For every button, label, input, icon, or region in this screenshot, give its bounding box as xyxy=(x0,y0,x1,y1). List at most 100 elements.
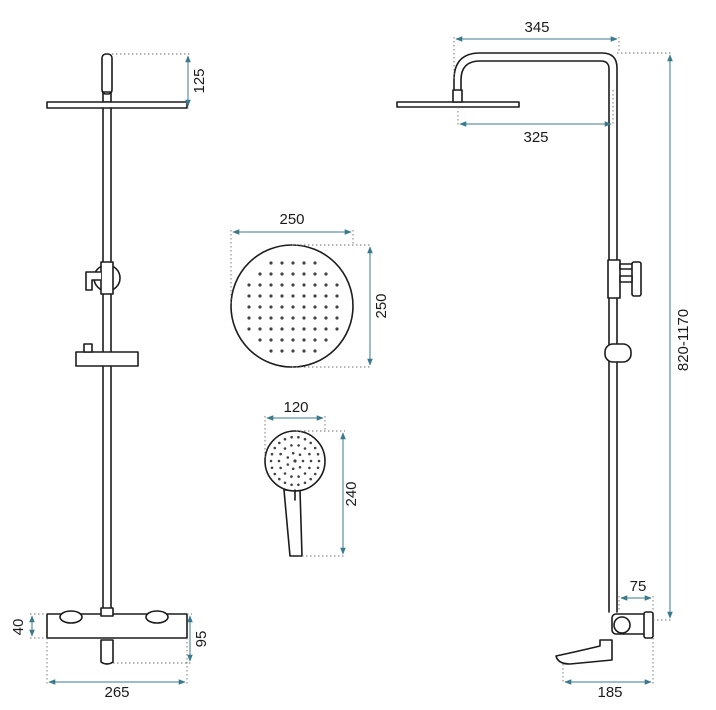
nozzle-dot xyxy=(313,349,317,353)
nozzle-dot xyxy=(269,305,273,309)
nozzle-dot xyxy=(269,459,273,463)
nozzle-dot xyxy=(280,305,284,309)
nozzle-dot xyxy=(302,349,306,353)
nozzle-dot xyxy=(293,459,297,463)
nozzle-dot xyxy=(283,472,287,475)
nozzle-dot xyxy=(313,272,317,276)
nozzle-dot xyxy=(324,327,328,331)
nozzle-dot xyxy=(303,481,307,485)
nozzle-dot xyxy=(280,327,284,331)
nozzle-dot xyxy=(297,483,300,487)
nozzle-dot xyxy=(309,441,313,445)
nozzle-dot xyxy=(335,305,339,309)
front-slider-holder xyxy=(75,351,139,367)
dim-label-overhead-height: 250 xyxy=(373,293,390,318)
front-mixer-left-nut xyxy=(59,610,83,624)
nozzle-dot xyxy=(273,446,277,450)
nozzle-dot xyxy=(302,327,306,331)
nozzle-dot xyxy=(280,283,284,287)
nozzle-dot xyxy=(313,294,317,298)
nozzle-dot xyxy=(324,283,328,287)
nozzle-dot xyxy=(277,459,281,463)
nozzle-dot xyxy=(280,349,284,353)
nozzle-dot xyxy=(303,447,307,450)
front-mixer-right-nut xyxy=(145,610,169,624)
nozzle-dot xyxy=(247,283,251,287)
nozzle-dot xyxy=(313,261,317,265)
side-arm-outer xyxy=(453,52,618,613)
nozzle-dot xyxy=(278,441,281,445)
nozzle-dot xyxy=(280,294,284,298)
dim-label-mixer-height: 40 xyxy=(10,619,27,636)
nozzle-dot xyxy=(258,283,262,287)
nozzle-dot xyxy=(302,316,306,320)
nozzle-dot xyxy=(258,316,262,320)
nozzle-dot xyxy=(335,327,339,331)
front-spout xyxy=(100,639,114,665)
nozzle-dot xyxy=(269,327,273,331)
dim-label-arm-inner: 325 xyxy=(523,129,548,146)
nozzle-dot xyxy=(313,316,317,320)
nozzle-dot xyxy=(297,444,300,447)
nozzle-dot xyxy=(324,294,328,298)
front-view-shower-column xyxy=(46,53,188,665)
nozzle-dot xyxy=(279,452,282,456)
nozzle-dot xyxy=(302,338,306,342)
nozzle-dot xyxy=(290,435,293,439)
dim-label-overhead-width: 250 xyxy=(279,211,304,228)
nozzle-dot xyxy=(313,327,317,331)
nozzle-dot xyxy=(324,305,328,309)
overhead-nozzles xyxy=(247,261,339,353)
dim-label-mixer-width: 265 xyxy=(104,684,129,701)
nozzle-dot xyxy=(302,283,306,287)
nozzle-dot xyxy=(313,305,317,309)
nozzle-dot xyxy=(298,453,302,457)
nozzle-dot xyxy=(297,435,300,439)
side-diverter-knob xyxy=(631,261,642,297)
nozzle-dot xyxy=(280,272,284,276)
nozzle-dot xyxy=(283,447,287,450)
nozzle-dot xyxy=(291,305,295,309)
nozzle-dot xyxy=(278,477,281,481)
nozzle-dot xyxy=(269,294,273,298)
nozzle-dot xyxy=(286,456,290,459)
front-view-dimensions: 125 40 95 265 xyxy=(10,53,210,701)
side-view-shower-column xyxy=(396,52,654,665)
dim-label-hand-width: 120 xyxy=(283,399,308,416)
front-overhead-plate xyxy=(46,101,188,109)
nozzle-dot xyxy=(258,294,262,298)
nozzle-dot xyxy=(324,338,328,342)
nozzle-dot xyxy=(324,272,328,276)
nozzle-dot xyxy=(280,316,284,320)
nozzle-dot xyxy=(269,283,273,287)
nozzle-dot xyxy=(317,459,321,463)
front-mixer-connector xyxy=(100,607,114,617)
nozzle-dot xyxy=(291,467,295,471)
nozzle-dot xyxy=(269,349,273,353)
nozzle-dot xyxy=(270,452,274,456)
hand-shower-handle xyxy=(283,489,303,557)
overhead-shower-dimensions: 250 250 xyxy=(230,211,390,368)
nozzle-dot xyxy=(298,466,302,469)
hand-shower-front-view xyxy=(264,430,326,557)
dim-label-spout-offset: 75 xyxy=(630,578,647,595)
nozzle-dot xyxy=(269,261,273,265)
nozzle-dot xyxy=(283,437,287,441)
nozzle-dot xyxy=(280,261,284,265)
side-diverter-stem xyxy=(619,275,633,283)
nozzle-dot xyxy=(335,294,339,298)
dim-label-column-top: 125 xyxy=(191,68,208,93)
nozzle-dot xyxy=(303,437,307,441)
nozzle-dot xyxy=(313,472,317,476)
side-mixer-nut xyxy=(613,616,631,634)
side-arm-inner xyxy=(460,60,610,613)
nozzle-dot xyxy=(303,472,307,475)
nozzle-dot xyxy=(247,294,251,298)
nozzle-dot xyxy=(302,294,306,298)
nozzle-dot xyxy=(258,305,262,309)
nozzle-dot xyxy=(302,305,306,309)
nozzle-dot xyxy=(269,338,273,342)
hand-shower-nozzles xyxy=(269,435,321,487)
nozzle-dot xyxy=(308,452,311,456)
nozzle-dot xyxy=(297,475,300,478)
